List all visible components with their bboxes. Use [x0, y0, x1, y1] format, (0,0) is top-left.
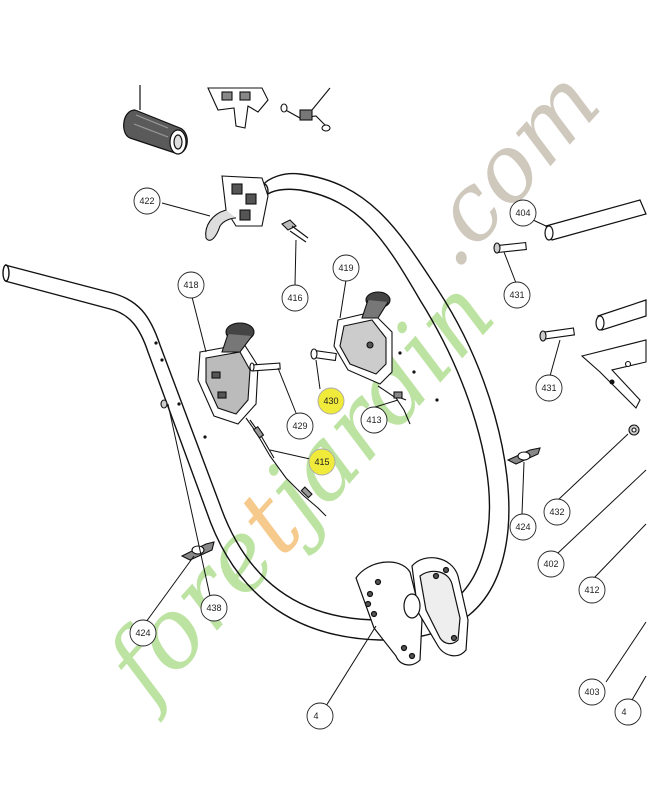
tube-holes — [154, 341, 439, 439]
deck-bracket — [580, 339, 647, 409]
bolt-431-lower — [539, 327, 576, 342]
callout-418: 418 — [177, 271, 205, 299]
callout-403: 403 — [578, 678, 606, 706]
handle-grip — [123, 85, 188, 155]
svg-text:419: 419 — [338, 263, 353, 273]
washer-left — [160, 399, 168, 409]
bolt-416 — [281, 219, 309, 243]
cable-413 — [377, 385, 411, 425]
svg-text:424: 424 — [515, 522, 530, 532]
svg-text:402: 402 — [543, 559, 558, 569]
lever-422 — [205, 175, 269, 241]
svg-text:424: 424 — [135, 628, 150, 638]
svg-text:438: 438 — [206, 603, 221, 613]
cable-415 — [245, 417, 327, 517]
callout-424-left: 424 — [129, 619, 157, 647]
callout-422: 422 — [133, 187, 161, 215]
top-bracket — [207, 87, 269, 129]
callout-right-cut: 4 — [614, 698, 642, 726]
nut-432 — [628, 424, 640, 436]
base-plates — [355, 557, 469, 666]
callout-404: 404 — [509, 199, 537, 227]
throttle-control-419 — [333, 291, 393, 385]
svg-text:422: 422 — [139, 196, 154, 206]
callout-424-right: 424 — [509, 513, 537, 541]
callout-415: 415 — [308, 448, 336, 476]
knob-438 — [180, 541, 215, 561]
svg-text:430: 430 — [323, 396, 338, 406]
throttle-control-418 — [197, 322, 259, 425]
knob-424-right — [506, 447, 541, 465]
svg-text:432: 432 — [549, 507, 564, 517]
pin-430 — [310, 348, 337, 362]
callout-bottom-cut: 4 — [306, 702, 334, 730]
svg-text:431: 431 — [541, 383, 556, 393]
svg-text:413: 413 — [366, 415, 381, 425]
callout-431-upper: 431 — [503, 281, 531, 309]
cable-fitting-top — [280, 87, 331, 132]
callout-429: 429 — [286, 412, 314, 440]
callout-419: 419 — [332, 254, 360, 282]
callout-402: 402 — [537, 550, 565, 578]
pin-429 — [249, 362, 281, 372]
svg-text:403: 403 — [584, 687, 599, 697]
leader-lines — [145, 202, 647, 707]
tube-402 — [595, 299, 647, 331]
svg-text:431: 431 — [509, 290, 524, 300]
handlebar-tube — [2, 172, 510, 641]
svg-text:418: 418 — [183, 280, 198, 290]
callout-413: 413 — [360, 406, 388, 434]
svg-text:404: 404 — [515, 208, 530, 218]
tube-404 — [544, 199, 647, 241]
svg-text:429: 429 — [292, 421, 307, 431]
svg-text:412: 412 — [584, 585, 599, 595]
callout-438: 438 — [200, 594, 228, 622]
callout-430: 430 — [317, 387, 345, 415]
svg-text:416: 416 — [287, 293, 302, 303]
svg-text:4: 4 — [313, 711, 318, 721]
svg-text:415: 415 — [314, 457, 329, 467]
svg-text:4: 4 — [621, 707, 626, 717]
callout-432: 432 — [543, 498, 571, 526]
callout-412: 412 — [578, 576, 606, 604]
bolt-431-upper — [493, 241, 527, 254]
callout-416: 416 — [281, 284, 309, 312]
callout-431-lower: 431 — [535, 374, 563, 402]
